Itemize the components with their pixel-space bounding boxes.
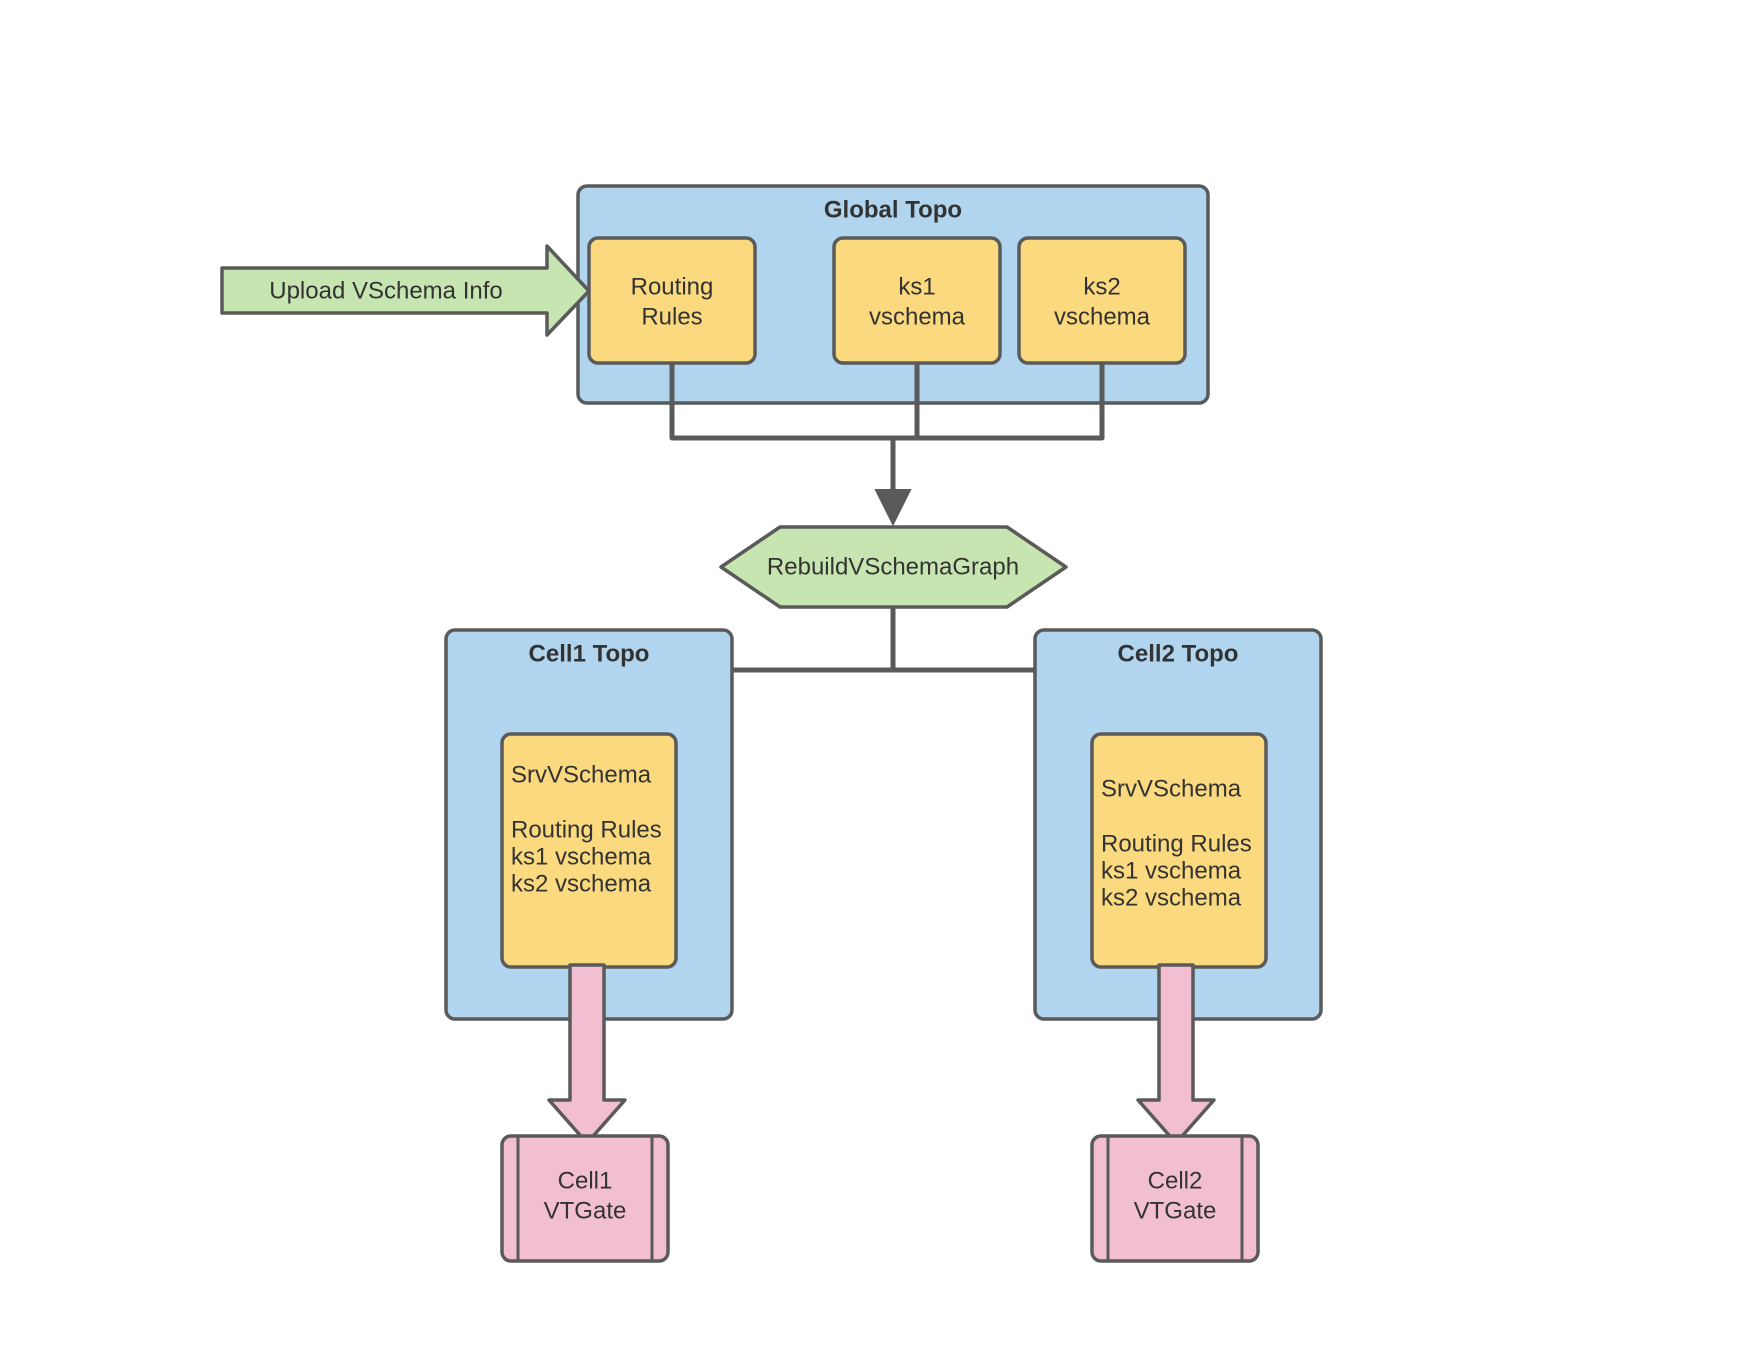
node-ks2-vschema[interactable]: ks2 vschema [1017, 236, 1187, 365]
cell1-srvvschema-title: SrvVSchema [511, 761, 652, 788]
cell2-vtgate-node[interactable]: Cell2 VTGate [1090, 1134, 1260, 1263]
process-hexagon-shape [719, 525, 1068, 609]
node-ks2-vschema-box [1017, 236, 1187, 365]
node-ks1-vschema[interactable]: ks1 vschema [832, 236, 1002, 365]
cell1-vtgate-line2: VTGate [544, 1197, 627, 1224]
node-ks2-vschema-line2: vschema [1054, 303, 1151, 330]
global-to-rebuild-connectors [669, 363, 1105, 527]
node-ks1-vschema-box [832, 236, 1002, 365]
cell1-pink-arrow-shape [547, 963, 627, 1145]
cell2-srv-item-2: ks2 vschema [1101, 884, 1242, 911]
cell2-topo-title: Cell2 Topo [1118, 640, 1239, 667]
cell1-vtgate-box [500, 1134, 670, 1263]
process-label: RebuildVSchemaGraph [767, 553, 1019, 580]
node-ks2-vschema-line1: ks2 [1083, 273, 1120, 300]
node-routing-rules-line1: Routing [631, 273, 714, 300]
cell1-srvvschema-node[interactable]: SrvVSchema Routing Rules ks1 vschema ks2… [500, 732, 678, 969]
node-routing-rules-box [587, 236, 757, 365]
global-topo-title: Global Topo [824, 196, 962, 223]
process-rebuild-vschema-graph[interactable]: RebuildVSchemaGraph [719, 525, 1068, 609]
cell2-srvvschema-node[interactable]: SrvVSchema Routing Rules ks1 vschema ks2… [1090, 732, 1268, 969]
cell1-srv-item-1: ks1 vschema [511, 843, 652, 870]
node-routing-rules-line2: Rules [641, 303, 702, 330]
cell2-pink-arrow-shape [1136, 963, 1216, 1145]
cell2-vtgate-box [1090, 1134, 1260, 1263]
cell1-vtgate-node[interactable]: Cell1 VTGate [500, 1134, 670, 1263]
cell2-vtgate-line2: VTGate [1134, 1197, 1217, 1224]
cell2-srvvschema-title: SrvVSchema [1101, 775, 1242, 802]
node-ks1-vschema-line2: vschema [869, 303, 966, 330]
cell2-vtgate-line1: Cell2 [1148, 1167, 1203, 1194]
cell1-topo-title: Cell1 Topo [529, 640, 650, 667]
node-ks1-vschema-line1: ks1 [898, 273, 935, 300]
cell1-srv-to-vtgate-arrow [547, 963, 627, 1145]
cell2-srv-item-0: Routing Rules [1101, 830, 1252, 857]
cell2-srv-item-1: ks1 vschema [1101, 857, 1242, 884]
cell1-srv-item-2: ks2 vschema [511, 870, 652, 897]
upload-arrow-shape [220, 244, 591, 337]
upload-vschema-arrow[interactable]: Upload VSchema Info [220, 244, 591, 337]
cell2-srv-to-vtgate-arrow [1136, 963, 1216, 1145]
upload-arrow-label: Upload VSchema Info [269, 277, 502, 304]
cell1-vtgate-line1: Cell1 [558, 1167, 613, 1194]
arrowhead-into-hexagon [874, 489, 912, 527]
cell1-srv-item-0: Routing Rules [511, 816, 662, 843]
node-routing-rules[interactable]: Routing Rules [587, 236, 757, 365]
